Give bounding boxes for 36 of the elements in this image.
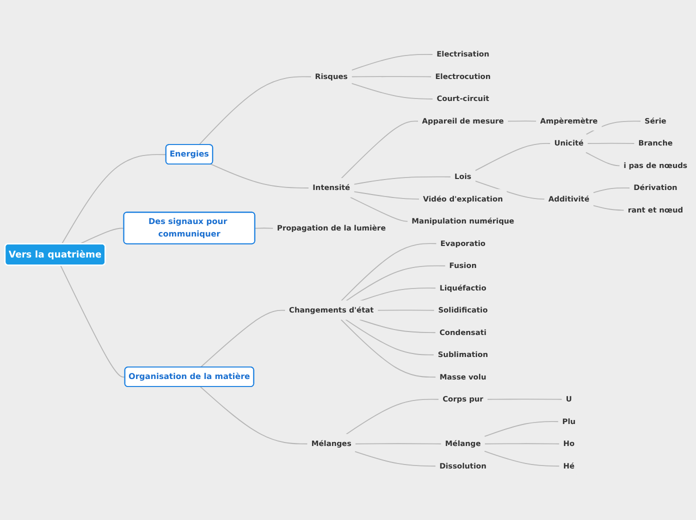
connector <box>345 319 435 356</box>
connector <box>354 176 452 185</box>
connector <box>585 152 621 166</box>
connector <box>340 243 438 302</box>
connector <box>484 443 560 444</box>
connector <box>592 205 625 211</box>
connector <box>351 76 432 78</box>
connector <box>340 319 437 378</box>
connector <box>507 120 538 122</box>
connector <box>354 191 420 200</box>
connector <box>587 142 636 144</box>
connector <box>484 450 560 467</box>
connector <box>345 265 446 302</box>
connector <box>78 228 125 245</box>
connector <box>484 421 560 437</box>
connector <box>254 228 274 229</box>
connector <box>200 386 308 444</box>
connector <box>350 196 409 222</box>
connector <box>351 82 434 100</box>
connector <box>345 398 440 436</box>
connector <box>340 120 420 180</box>
connector <box>61 154 167 245</box>
connector <box>592 187 631 194</box>
connector <box>474 142 552 172</box>
connector <box>359 319 437 334</box>
connector <box>351 54 434 71</box>
connector <box>486 398 563 400</box>
connector <box>359 288 437 302</box>
connector <box>377 310 436 311</box>
connector <box>354 443 442 444</box>
connector <box>210 164 310 188</box>
connector <box>200 310 286 368</box>
connector <box>60 264 126 378</box>
connector <box>354 451 437 467</box>
connector <box>474 180 546 200</box>
connector <box>198 76 312 146</box>
